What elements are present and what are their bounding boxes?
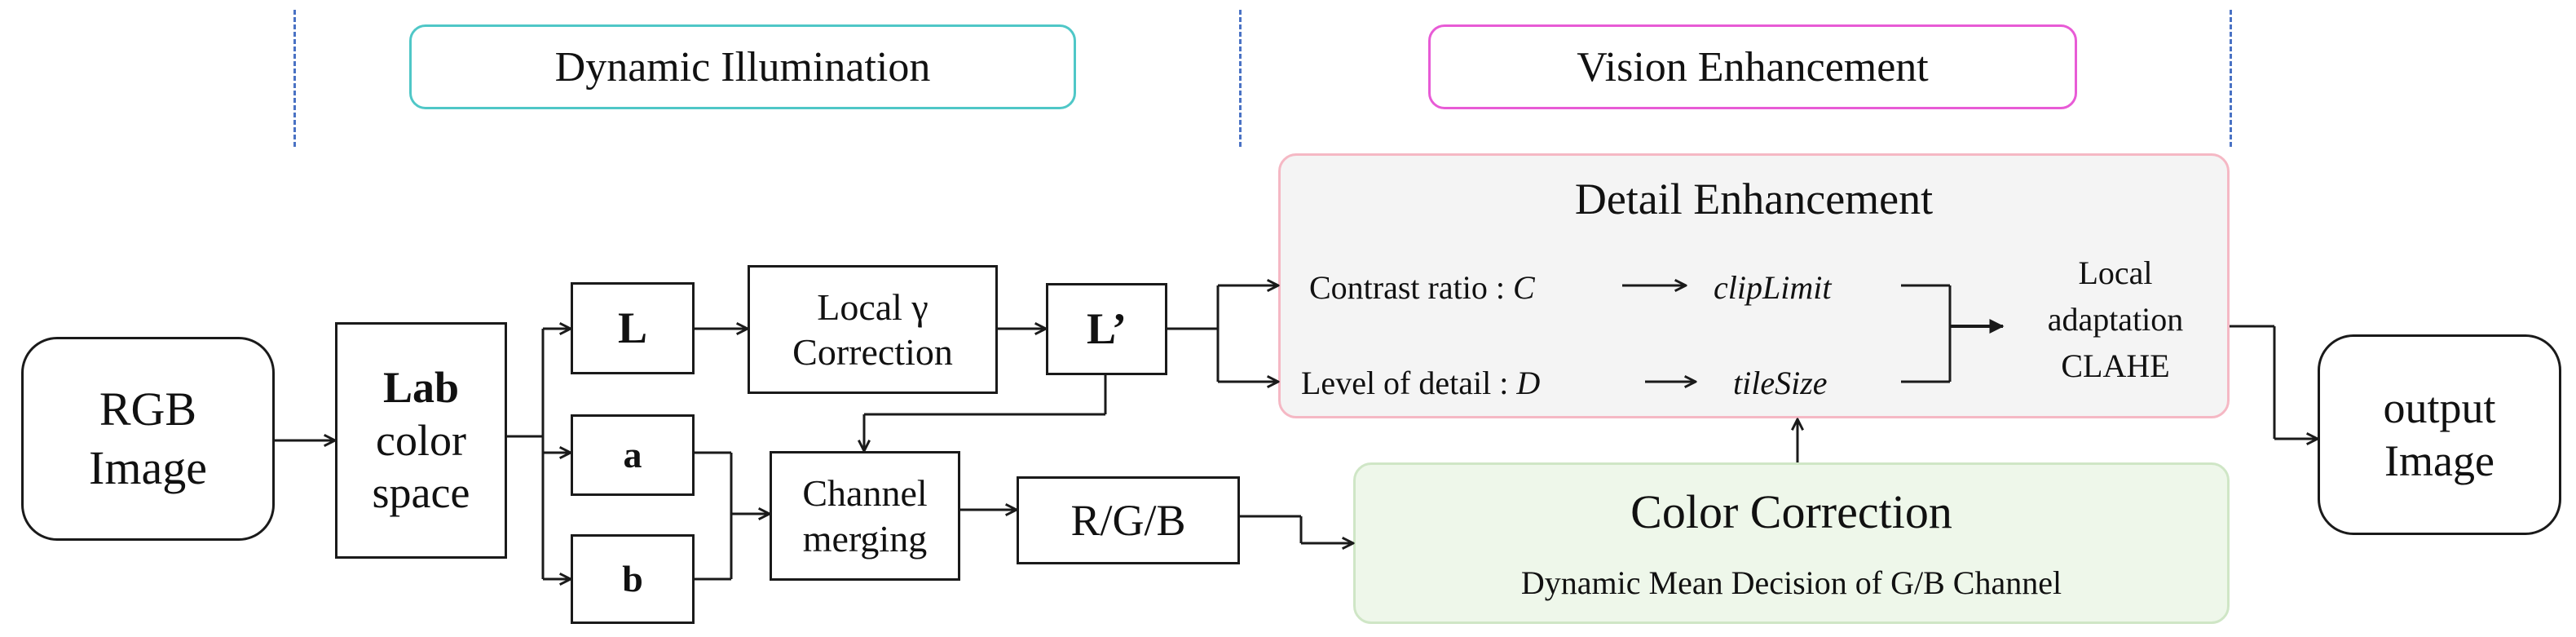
header-dynamic-illumination: Dynamic Illumination — [409, 24, 1076, 109]
clip-limit-label: clipLimit — [1714, 269, 1832, 306]
lab-title: Lab — [382, 362, 460, 412]
divider-middle — [1239, 10, 1242, 147]
color-correction-panel — [1353, 462, 2230, 624]
detail-enhancement-panel — [1278, 153, 2230, 418]
divider-left — [293, 10, 296, 147]
a-channel-node: a — [571, 414, 695, 496]
rgb-image-node: RGB Image — [21, 337, 275, 541]
lab-color-space-node: Lab color space — [335, 322, 507, 559]
rgb-split-node: R/G/B — [1017, 476, 1240, 564]
color-correction-title: Color Correction — [1630, 485, 1952, 538]
tile-size-label: tileSize — [1733, 365, 1828, 401]
l-channel-node: L — [571, 282, 695, 374]
color-correction-subtitle: Dynamic Mean Decision of G/B Channel — [1520, 564, 2062, 601]
header-vision-enhancement: Vision Enhancement — [1428, 24, 2077, 109]
b-channel-node: b — [571, 534, 695, 624]
contrast-ratio-label: Contrast ratio : C — [1309, 272, 1535, 304]
l-prime-node: L’ — [1046, 283, 1167, 375]
lab-subtitle: color space — [372, 415, 470, 518]
detail-enhancement-title: Detail Enhancement — [1574, 175, 1934, 223]
level-of-detail-text: Level of detail : — [1301, 365, 1517, 401]
local-adaptation-clahe-label: Local adaptation CLAHE — [2047, 254, 2184, 384]
contrast-variable: C — [1512, 269, 1535, 306]
divider-right — [2230, 10, 2232, 147]
level-of-detail-label: Level of detail : D — [1301, 367, 1540, 400]
detail-variable: D — [1516, 365, 1541, 401]
output-image-node: output Image — [2318, 334, 2561, 535]
local-gamma-correction-node: Local γ Correction — [748, 265, 998, 394]
contrast-ratio-text: Contrast ratio : — [1309, 269, 1513, 306]
channel-merging-node: Channel merging — [770, 451, 960, 581]
